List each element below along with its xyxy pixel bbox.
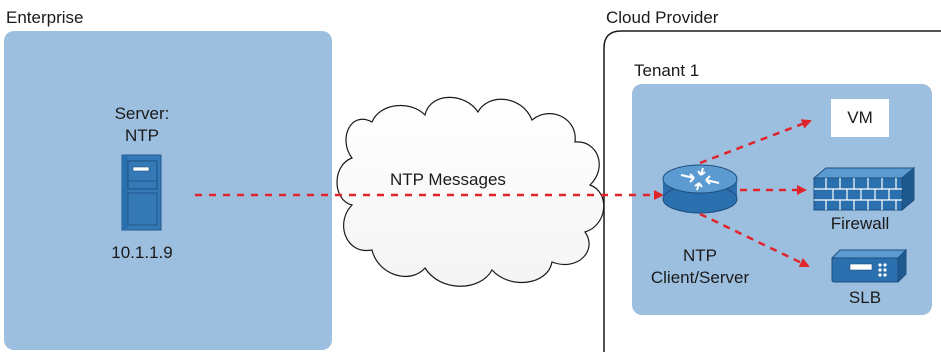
vm-label: VM — [847, 108, 873, 127]
tenant-title: Tenant 1 — [634, 61, 700, 80]
firewall-label: Firewall — [830, 214, 890, 233]
server-label-line2: NTP — [125, 126, 159, 145]
internet-cloud — [336, 96, 605, 287]
cloud-provider-title: Cloud Provider — [606, 8, 719, 27]
enterprise-title: Enterprise — [6, 8, 84, 27]
slb-icon — [830, 248, 908, 284]
vm-box — [831, 99, 889, 137]
router-label-line1: NTP — [683, 246, 717, 265]
router-label-line2: Client/Server — [650, 268, 750, 287]
router-to-slb-arrow — [699, 212, 810, 268]
firewall-icon — [812, 166, 916, 212]
cloud-provider-container — [603, 30, 941, 352]
slb-label: SLB — [848, 288, 882, 307]
server-icon — [121, 154, 162, 231]
router-to-vm-arrow — [699, 119, 812, 165]
enterprise-area — [4, 31, 332, 350]
router-icon — [662, 164, 738, 214]
ntp-messages-label: NTP Messages — [390, 170, 506, 189]
server-ip: 10.1.1.9 — [111, 243, 173, 262]
server-label-line1: Server: — [114, 104, 170, 123]
